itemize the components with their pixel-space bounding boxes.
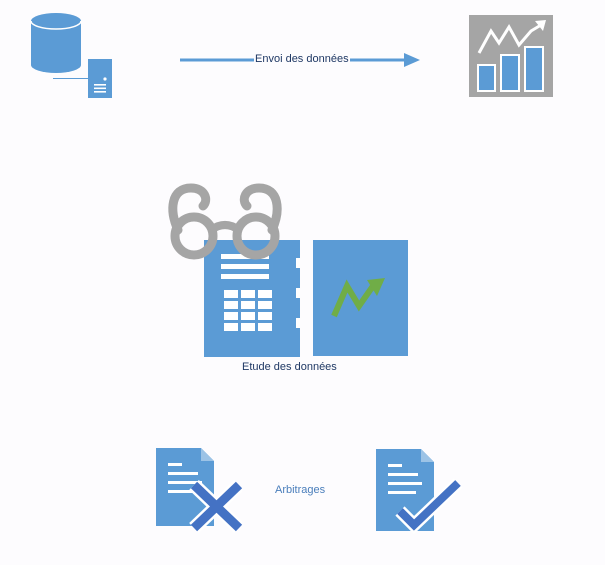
database-icon [30, 12, 82, 74]
connector-line [53, 78, 91, 79]
send-label: Envoi des données [254, 52, 350, 66]
document-rejected-icon [156, 448, 242, 534]
glasses-icon [165, 180, 285, 266]
arbitration-label: Arbitrages [275, 484, 326, 496]
server-icon [88, 59, 112, 98]
study-label: Etude des données [242, 361, 337, 373]
document-approved-icon [376, 449, 466, 535]
trend-icon [313, 240, 408, 356]
analytics-chart-icon [469, 15, 553, 97]
spreadsheet-icon [204, 240, 304, 357]
